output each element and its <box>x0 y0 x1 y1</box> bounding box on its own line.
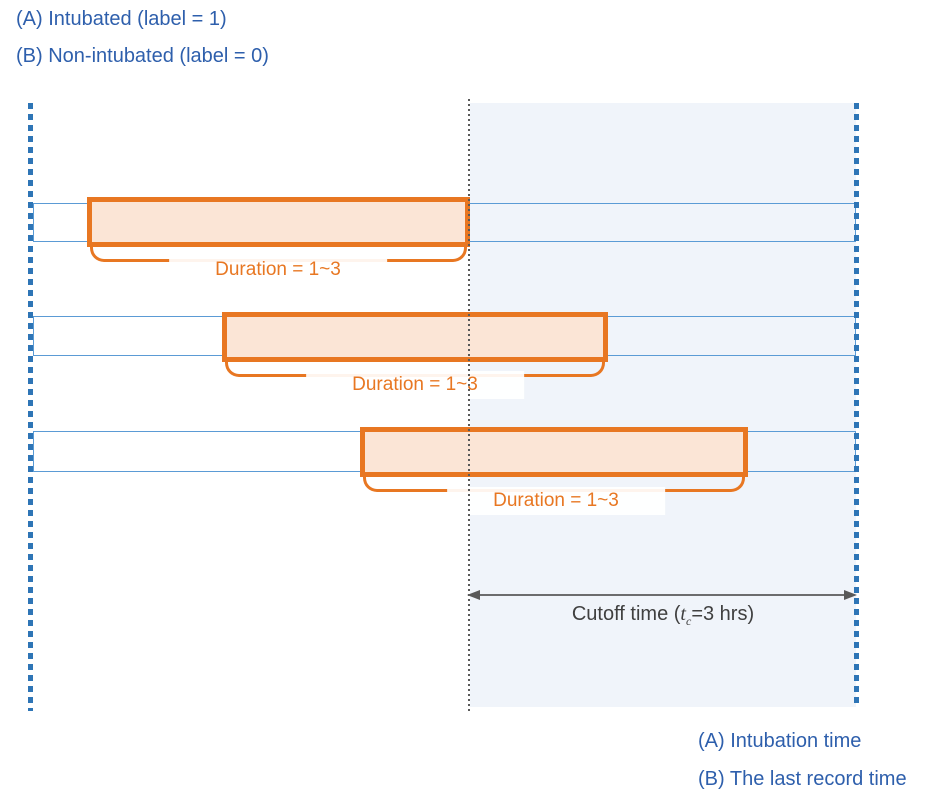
intubation-duration-bar-3 <box>360 427 748 477</box>
intubation-duration-bar-1 <box>87 197 470 247</box>
legend-intubation-time: (A) Intubation time <box>698 730 862 752</box>
tc-symbol-letter: t <box>680 603 686 625</box>
caption-non-intubated: (B) Non-intubated (label = 0) <box>16 45 269 67</box>
tc-symbol-subscript: c <box>685 614 692 628</box>
cutoff-time-label: Cutoff time (tc=3 hrs) <box>572 603 754 629</box>
caption-intubated: (A) Intubated (label = 1) <box>16 8 227 30</box>
intubation-duration-bar-2 <box>222 312 608 362</box>
cutoff-label-prefix: Cutoff time ( <box>571 603 681 625</box>
tc-symbol: tc <box>680 603 692 628</box>
legend-last-record-time: (B) The last record time <box>698 768 907 790</box>
left-arrowhead-icon <box>467 590 480 600</box>
right-arrowhead-icon <box>844 590 857 600</box>
cutoff-range-arrow <box>467 590 857 600</box>
duration-label-2: Duration = 1~3 <box>306 371 524 399</box>
duration-label-1: Duration = 1~3 <box>169 256 387 284</box>
start-boundary-dotted-line <box>28 103 33 711</box>
cutoff-dotted-line <box>468 99 470 712</box>
end-boundary-dotted-line <box>854 103 859 708</box>
duration-label-3: Duration = 1~3 <box>447 487 665 515</box>
cutoff-label-suffix: =3 hrs) <box>691 603 755 625</box>
